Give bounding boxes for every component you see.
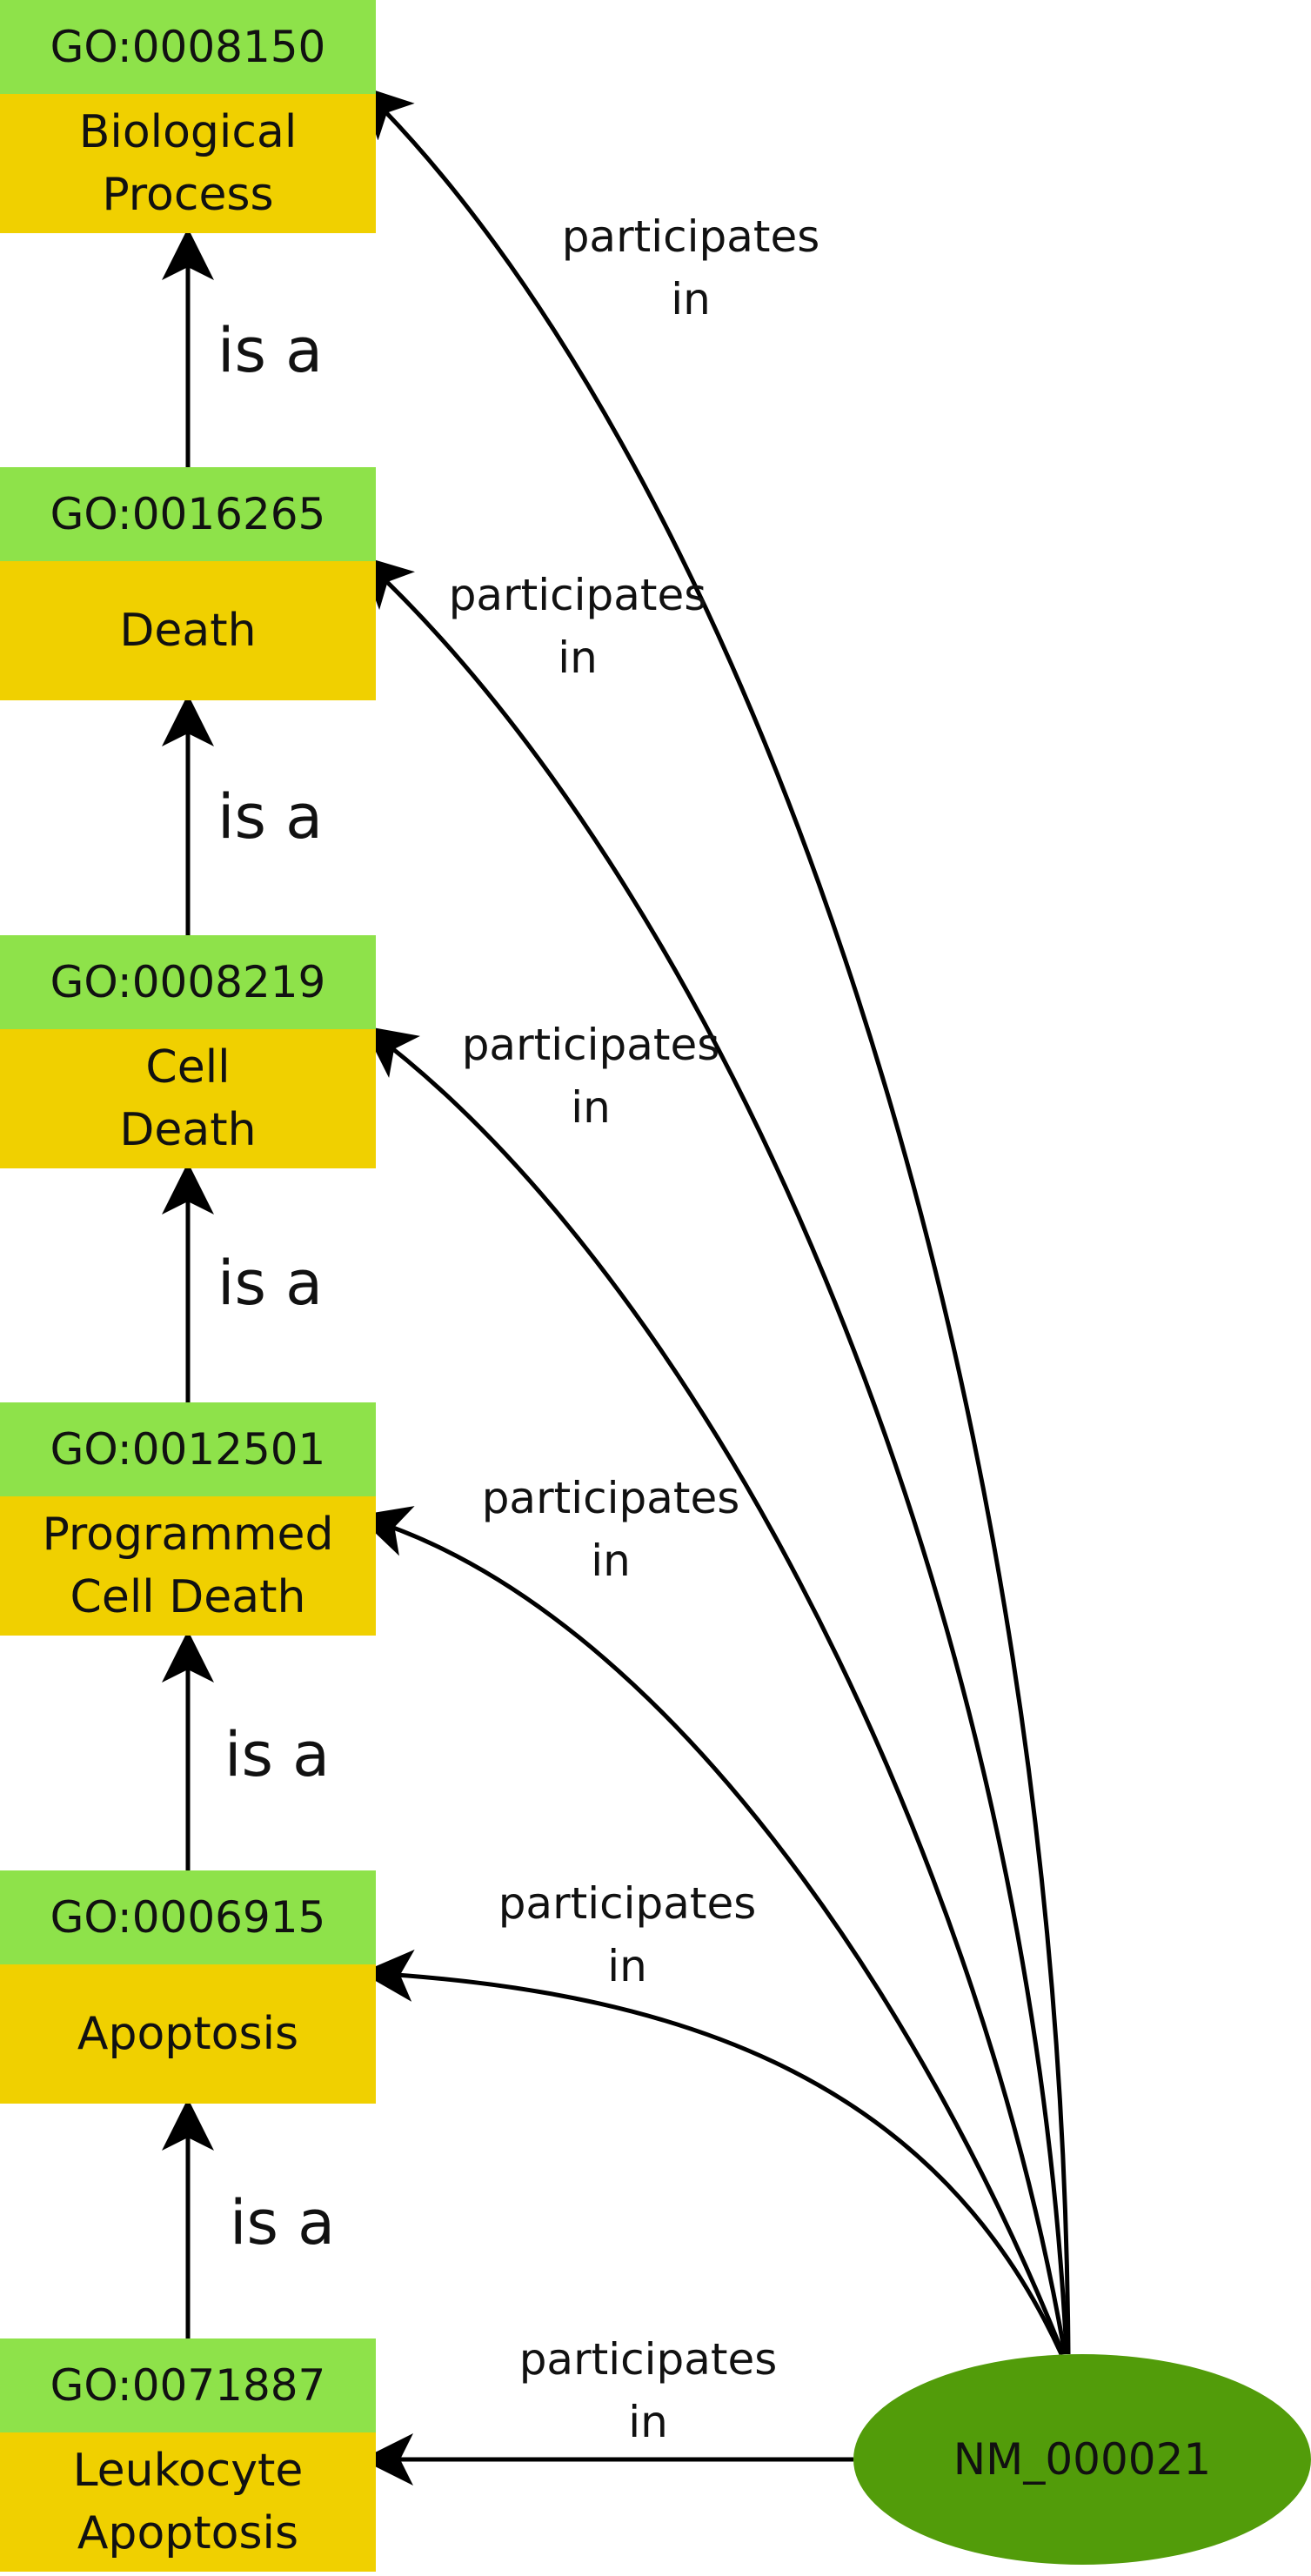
participates-edge — [358, 84, 1071, 2355]
go-term-name: Death — [0, 561, 376, 700]
go-term-node: GO:0016265 Death — [0, 467, 376, 700]
participates-label: participates in — [561, 211, 820, 325]
go-term-node: GO:0071887 Leukocyte Apoptosis — [0, 2338, 376, 2572]
go-term-node: GO:0012501 Programmed Cell Death — [0, 1402, 376, 1636]
gene-label: NM_000021 — [953, 2434, 1212, 2485]
go-term-id: GO:0016265 — [0, 467, 376, 561]
is-a-label: is a — [217, 1248, 324, 1319]
go-term-name: Leukocyte Apoptosis — [0, 2432, 376, 2572]
participates-label: participates in — [518, 2334, 778, 2447]
is-a-label: is a — [217, 781, 324, 853]
go-term-id: GO:0008219 — [0, 935, 376, 1029]
participates-label: participates in — [461, 1020, 720, 1133]
go-term-id: GO:0006915 — [0, 1870, 376, 1964]
go-term-name: Biological Process — [0, 94, 376, 233]
participates-edge — [357, 1506, 1066, 2355]
gene-node: NM_000021 — [853, 2354, 1311, 2565]
participates-label: participates in — [448, 570, 707, 683]
participates-label: participates in — [481, 1473, 740, 1586]
go-term-node: GO:0006915 Apoptosis — [0, 1870, 376, 2104]
is-a-label: is a — [224, 1719, 331, 1790]
go-term-name: Apoptosis — [0, 1964, 376, 2104]
participates-label: participates in — [498, 1878, 757, 1991]
go-term-name: Cell Death — [0, 1029, 376, 1168]
go-term-node: GO:0008150 Biological Process — [0, 0, 376, 233]
participates-edge — [361, 1949, 1064, 2356]
go-term-node: GO:0008219 Cell Death — [0, 935, 376, 1168]
go-term-id: GO:0071887 — [0, 2338, 376, 2432]
participates-edge — [362, 1026, 1067, 2355]
go-term-name: Programmed Cell Death — [0, 1496, 376, 1636]
go-term-id: GO:0012501 — [0, 1402, 376, 1496]
participates-edge — [358, 555, 1069, 2355]
go-term-id: GO:0008150 — [0, 0, 376, 94]
is-a-label: is a — [217, 315, 324, 386]
is-a-label: is a — [230, 2187, 336, 2258]
